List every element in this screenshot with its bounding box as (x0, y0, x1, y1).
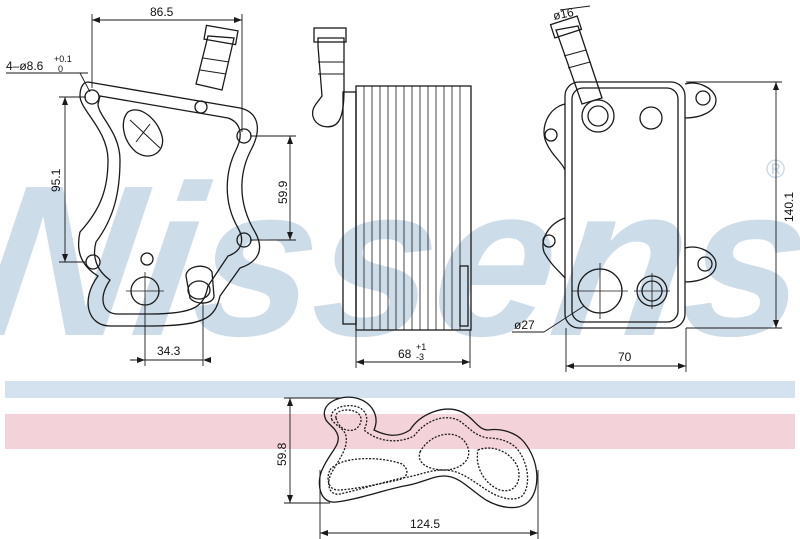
nissens-watermark: Nissens ® (0, 140, 800, 381)
dim-height-59-9: 59.9 (276, 180, 290, 204)
mount-hole (542, 234, 556, 248)
pipe-ring (199, 69, 227, 75)
pipe-ring (563, 49, 587, 57)
gasket-opening (476, 447, 520, 492)
dimension-arrows (62, 17, 779, 536)
port-ring (639, 106, 663, 130)
dim-dia-27: ø27 (514, 318, 535, 332)
front-pipe-bore (587, 105, 609, 127)
front-pipe-base (581, 99, 615, 133)
flange-pipe (195, 35, 235, 91)
front-pipe-cap (549, 15, 583, 39)
pink-stripe (5, 414, 795, 449)
front-body-inner (571, 87, 679, 323)
front-left-ear-lower (542, 217, 566, 279)
dim-width-86-5: 86.5 (150, 5, 174, 19)
small-hole (140, 252, 154, 266)
gasket-outer (318, 396, 538, 509)
front-body (564, 81, 686, 329)
oval-port-center (135, 123, 151, 143)
mount-hole (544, 128, 558, 142)
side-pipe-cap (313, 27, 347, 43)
flange-view (77, 24, 261, 327)
dim-height-140-1: 140.1 (782, 192, 796, 222)
dim-holes-tol-bottom: 0 (58, 64, 63, 74)
dim-depth-tol-bottom: -3 (416, 352, 424, 362)
dim-width-34-3: 34.3 (157, 344, 181, 358)
front-dimension-lines (512, 5, 782, 372)
gasket-view (318, 396, 538, 509)
oval-port (122, 109, 164, 157)
side-view (311, 27, 472, 331)
pipe-ring (567, 61, 591, 69)
side-dimension-lines (355, 330, 471, 368)
mount-hole (84, 89, 100, 105)
dim-depth-68: 68 (398, 347, 412, 361)
fitting-stub (185, 265, 215, 304)
dim-height-95-1: 95.1 (49, 168, 63, 192)
front-view (542, 15, 717, 329)
dim-dia-16: ø16 (552, 5, 575, 23)
gasket-inner (328, 404, 529, 500)
small-hole (194, 100, 208, 114)
front-right-ear-lower (684, 246, 717, 283)
watermark-text: Nissens (0, 140, 800, 381)
oval-port-center (129, 119, 161, 149)
front-right-ear (684, 82, 717, 119)
dim-holes: 4–ø8.6 (6, 59, 44, 73)
dim-depth-tol-top: +1 (416, 342, 426, 352)
front-pipe (555, 25, 603, 105)
fins (363, 86, 461, 330)
side-pipe (311, 37, 345, 128)
mount-hole (695, 90, 711, 106)
flange-dimension-lines (6, 14, 296, 366)
gasket-opening (327, 457, 408, 491)
fitting-stub-end (187, 280, 211, 300)
dim-gasket-height: 59.8 (275, 442, 289, 466)
end-plate (342, 91, 357, 325)
blue-stripe (5, 381, 795, 398)
mount-hole (697, 256, 713, 272)
gasket-dimension-lines (284, 397, 539, 539)
gasket-opening (335, 409, 362, 432)
dim-width-70: 70 (618, 350, 632, 364)
flange-inner-outline (93, 95, 243, 315)
pipe-ring (202, 57, 230, 63)
tab (459, 265, 469, 327)
flange-pipe-cap (203, 24, 239, 46)
flange-outline (77, 81, 261, 327)
dim-holes-tol-top: +0.1 (54, 54, 72, 64)
dim-gasket-width: 124.5 (410, 517, 440, 531)
front-left-ear (543, 103, 566, 171)
